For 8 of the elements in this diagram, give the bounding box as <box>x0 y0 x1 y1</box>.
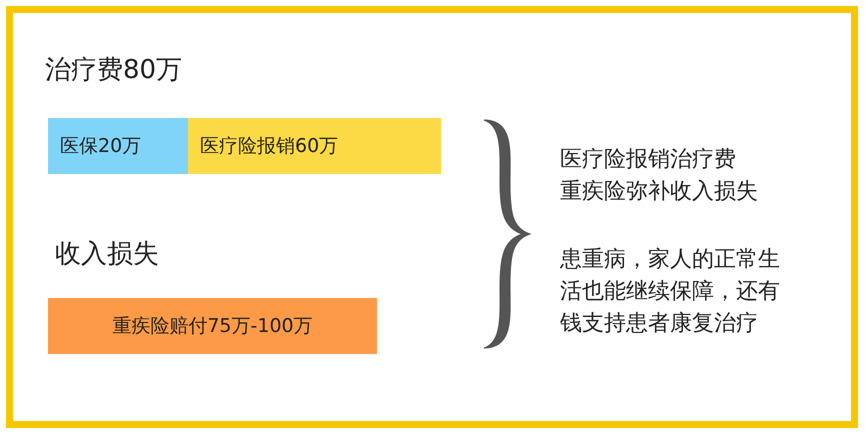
note-text: 重疾险弥补收入损失 <box>560 178 759 206</box>
medical-insurance-bar: 医保20万 <box>48 118 188 174</box>
payout-bar: 重疾险赔付75万-100万 <box>48 298 377 354</box>
section-heading: 治疗费80万 <box>45 54 184 87</box>
note-text: 医疗险报销治疗费 <box>560 146 737 174</box>
note-paragraph: 患重病，家人的正常生活也能继续保障，还有钱支持患者康复治疗 <box>560 246 781 338</box>
reimbursement-bar: 医疗险报销60万 <box>188 118 441 174</box>
section-heading: 收入损失 <box>55 238 160 271</box>
